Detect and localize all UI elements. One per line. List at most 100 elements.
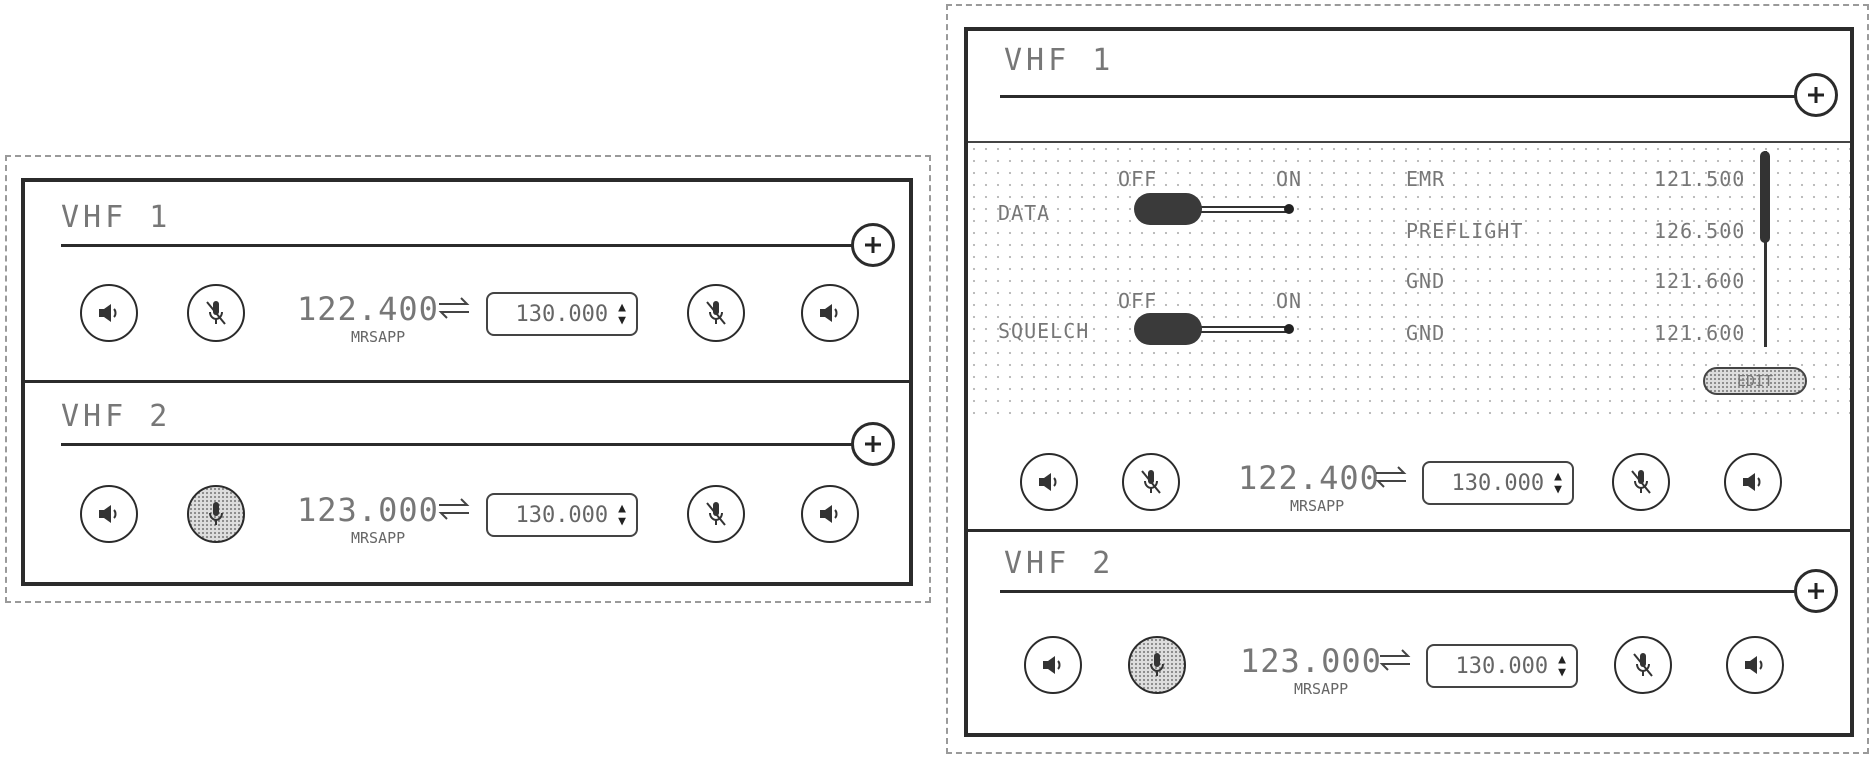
vhf2-expand-button[interactable]	[1794, 569, 1838, 613]
vhf1-divider-line	[1000, 95, 1818, 98]
squelch-label: SQUELCH	[998, 319, 1089, 343]
edit-presets-button[interactable]: EDIT	[1703, 367, 1807, 395]
mic-muted-icon	[703, 499, 729, 529]
vhf2-mic-muted-right-button[interactable]	[687, 485, 745, 543]
preset-name[interactable]: EMR	[1406, 167, 1445, 191]
vhf1-active-station: MRSAPP	[1290, 497, 1344, 515]
swap-arrows-icon	[1378, 646, 1412, 674]
mic-icon	[203, 499, 229, 529]
mic-icon	[1144, 650, 1170, 680]
vhf1-swap-button[interactable]	[1374, 463, 1408, 498]
data-on-label: ON	[1276, 167, 1302, 191]
vhf2-active-frequency: 123.000	[297, 491, 439, 529]
up-down-caret-icon: ▲▼	[1558, 653, 1566, 679]
vhf1-speaker-right-button[interactable]	[1724, 453, 1782, 511]
vhf1-title: VHF 1	[1004, 43, 1114, 78]
vhf2-title: VHF 2	[61, 399, 171, 434]
vhf1-expand-button[interactable]	[1794, 73, 1838, 117]
plus-icon	[863, 235, 883, 255]
mic-muted-icon	[1630, 650, 1656, 680]
vhf1-standby-frequency: 130.000	[1451, 471, 1544, 496]
vhf2-title: VHF 2	[1004, 546, 1114, 581]
speaker-icon	[1742, 653, 1768, 677]
data-toggle-knob	[1134, 193, 1202, 225]
data-label: DATA	[998, 201, 1050, 225]
vhf1-speaker-left-button[interactable]	[1020, 453, 1078, 511]
speaker-icon	[817, 301, 843, 325]
plus-icon	[1806, 85, 1826, 105]
speaker-icon	[96, 502, 122, 526]
swap-arrows-icon	[437, 294, 471, 322]
speaker-icon	[96, 301, 122, 325]
vhf2-section: VHF 2 123.000 MRSAPP 130.000 ▲▼	[968, 529, 1850, 733]
squelch-toggle[interactable]	[1134, 311, 1294, 347]
mic-muted-icon	[203, 298, 229, 328]
vhf1-title: VHF 1	[61, 200, 171, 235]
speaker-icon	[1740, 470, 1766, 494]
vhf2-swap-button[interactable]	[437, 495, 471, 530]
vhf2-standby-frequency-select[interactable]: 130.000 ▲▼	[486, 493, 638, 537]
vhf2-expand-button[interactable]	[851, 422, 895, 466]
squelch-off-label: OFF	[1118, 289, 1157, 313]
preset-name[interactable]: PREFLIGHT	[1406, 219, 1523, 243]
mic-muted-icon	[1628, 467, 1654, 497]
vhf1-settings-drawer: OFF ON DATA OFF ON SQUELCH E	[968, 141, 1850, 423]
mic-muted-icon	[703, 298, 729, 328]
vhf1-speaker-left-button[interactable]	[80, 284, 138, 342]
data-off-label: OFF	[1118, 167, 1157, 191]
vhf1-active-station: MRSAPP	[351, 328, 405, 346]
preset-freq[interactable]: 121.600	[1654, 269, 1745, 293]
right-radio-frame: VHF 1 OFF ON DATA OFF ON SQUELCH	[964, 27, 1854, 737]
speaker-icon	[1040, 653, 1066, 677]
preset-scrollbar-thumb[interactable]	[1760, 151, 1770, 243]
left-radio-frame: VHF 1 122.400 MRSAPP 130.000 ▲▼	[21, 178, 913, 586]
up-down-caret-icon: ▲▼	[1554, 470, 1562, 496]
vhf2-speaker-right-button[interactable]	[801, 485, 859, 543]
vhf2-divider-line	[1000, 590, 1818, 593]
vhf1-standby-frequency-select[interactable]: 130.000 ▲▼	[1422, 461, 1574, 505]
right-radio-panel: VHF 1 OFF ON DATA OFF ON SQUELCH	[946, 4, 1869, 754]
up-down-caret-icon: ▲▼	[618, 502, 626, 528]
vhf2-mic-active-button[interactable]	[1128, 636, 1186, 694]
vhf2-speaker-left-button[interactable]	[80, 485, 138, 543]
vhf1-section: VHF 1 122.400 MRSAPP 130.000 ▲▼	[25, 182, 909, 380]
plus-icon	[1806, 581, 1826, 601]
data-toggle-end	[1284, 204, 1294, 214]
data-toggle[interactable]	[1134, 191, 1294, 227]
vhf1-swap-button[interactable]	[437, 294, 471, 329]
vhf1-expand-button[interactable]	[851, 223, 895, 267]
vhf2-speaker-left-button[interactable]	[1024, 636, 1082, 694]
vhf2-active-station: MRSAPP	[351, 529, 405, 547]
preset-freq[interactable]: 121.600	[1654, 321, 1745, 345]
preset-name[interactable]: GND	[1406, 269, 1445, 293]
vhf2-mic-active-button[interactable]	[187, 485, 245, 543]
vhf1-mic-muted-right-button[interactable]	[1612, 453, 1670, 511]
vhf1-mic-muted-left-button[interactable]	[187, 284, 245, 342]
vhf2-divider-line	[61, 443, 869, 446]
vhf2-standby-frequency: 130.000	[1455, 654, 1548, 679]
preset-name[interactable]: GND	[1406, 321, 1445, 345]
up-down-caret-icon: ▲▼	[618, 301, 626, 327]
vhf1-standby-frequency-select[interactable]: 130.000 ▲▼	[486, 292, 638, 336]
vhf2-active-station: MRSAPP	[1294, 680, 1348, 698]
mic-muted-icon	[1138, 467, 1164, 497]
vhf1-mic-muted-left-button[interactable]	[1122, 453, 1180, 511]
vhf2-speaker-right-button[interactable]	[1726, 636, 1784, 694]
swap-arrows-icon	[437, 495, 471, 523]
vhf2-standby-frequency-select[interactable]: 130.000 ▲▼	[1426, 644, 1578, 688]
speaker-icon	[817, 502, 843, 526]
vhf1-speaker-right-button[interactable]	[801, 284, 859, 342]
vhf2-mic-muted-right-button[interactable]	[1614, 636, 1672, 694]
squelch-toggle-knob	[1134, 313, 1202, 345]
squelch-on-label: ON	[1276, 289, 1302, 313]
vhf2-swap-button[interactable]	[1378, 646, 1412, 681]
vhf1-mic-muted-right-button[interactable]	[687, 284, 745, 342]
preset-freq[interactable]: 126.500	[1654, 219, 1745, 243]
vhf2-active-frequency: 123.000	[1240, 642, 1382, 680]
vhf2-standby-frequency: 130.000	[515, 503, 608, 528]
vhf2-section: VHF 2 123.000 MRSAPP 130.000 ▲▼	[25, 380, 909, 582]
vhf1-expanded-section: VHF 1 OFF ON DATA OFF ON SQUELCH	[968, 31, 1850, 529]
left-radio-panel: VHF 1 122.400 MRSAPP 130.000 ▲▼	[5, 155, 931, 603]
vhf1-standby-frequency: 130.000	[515, 302, 608, 327]
preset-freq[interactable]: 121.500	[1654, 167, 1745, 191]
